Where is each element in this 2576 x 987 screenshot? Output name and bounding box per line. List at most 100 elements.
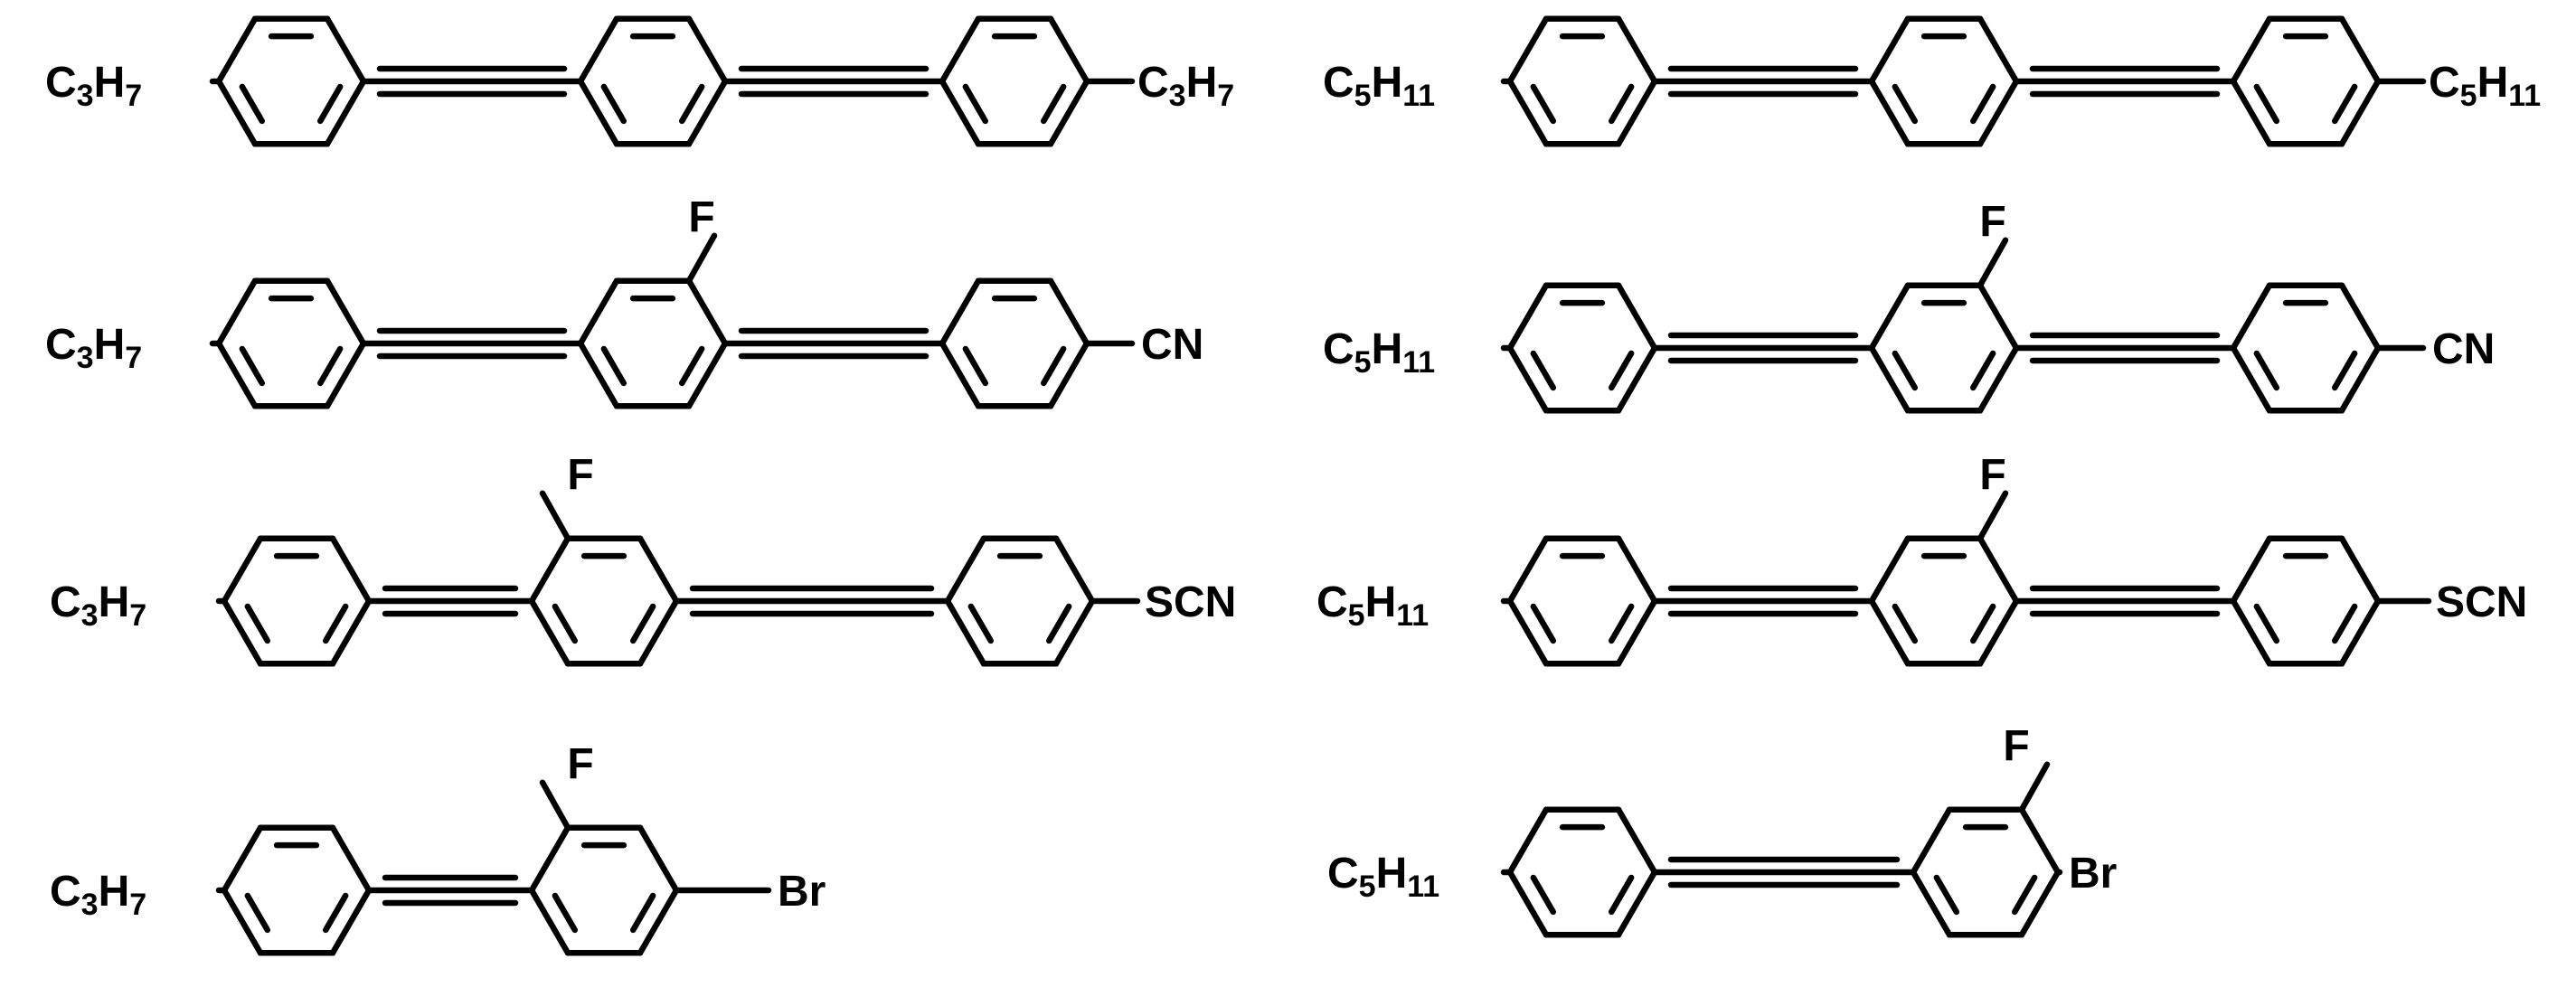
structure-6-ring-1-double-bond [1530, 603, 1556, 644]
structure-4-ring-2-edge [1977, 282, 2020, 352]
structure-4-bonds [1500, 237, 2427, 414]
structure-2-ring-1-edge [1615, 78, 1658, 147]
structure-4-ring-2-edge [1868, 344, 1911, 414]
structure-1-ring-2-double-bond [679, 83, 705, 125]
structure-6-ring-1-edge [1615, 597, 1658, 667]
structure-3-ring-2-double-bond [679, 345, 705, 387]
structure-1-ring-3-edge [1047, 78, 1090, 147]
structure-6-ring-2-double-bond [1892, 603, 1918, 644]
structure-7-fluoro-label: F [567, 740, 593, 788]
structure-7-ring-2-double-bond [552, 892, 578, 934]
structure-3-ring-1-double-bond [317, 345, 344, 387]
structure-1-ring-2-edge [685, 15, 729, 85]
structure-3-ring-3-edge [939, 277, 982, 347]
structure-4-fluoro-label: F [1979, 198, 2005, 246]
structure-3-ring-3-edge [1047, 340, 1090, 409]
structure-1-ring-1-edge [215, 78, 259, 147]
structure-4-ring-1-double-bond [1530, 350, 1556, 391]
structure-8-right-group: Br [2069, 850, 2117, 898]
structure-3-ring-1-edge [215, 277, 259, 347]
structure-7-right-group: Br [778, 868, 826, 916]
structure-5-ring-2-edge [528, 597, 571, 667]
structure-8: C5H11 F Br [1327, 722, 2117, 938]
structure-3-fluoro-bond [685, 232, 718, 284]
structure-1-ring-1-double-bond [239, 83, 265, 125]
structure-7-ring-2-double-bond [630, 892, 656, 934]
structure-8-ring-2-edge [2018, 869, 2062, 938]
structure-6: C5H11 F SCN [1316, 451, 2527, 667]
structure-3-ring-3-double-bond [962, 345, 988, 387]
structure-5-ring-3-edge [1052, 597, 1096, 667]
structure-4-ring-2-double-bond [1970, 350, 1996, 391]
structure-8-left-group: C5H11 [1327, 850, 1439, 904]
structure-4-ring-2-edge [1977, 344, 2020, 414]
structure-1-ring-3-edge [939, 15, 982, 85]
structure-5-ring-1-edge [329, 597, 373, 667]
structure-8-ring-2-double-bond [1933, 874, 1959, 916]
structure-7-fluoro-bond [539, 779, 571, 831]
structure-2-bonds [1500, 15, 2427, 147]
structure-5-ring-1-edge [329, 535, 373, 605]
structure-8-ring-2-edge [2018, 806, 2062, 876]
structure-6-ring-3-edge [2230, 535, 2273, 605]
structure-2-ring-1-edge [1506, 15, 1550, 85]
structure-8-ring-1-edge [1615, 806, 1658, 876]
structure-6-ring-1-edge [1506, 597, 1550, 667]
structure-4-ring-3-edge [2338, 344, 2382, 414]
structure-7-ring-1-double-bond [323, 892, 349, 934]
structure-2-ring-2-edge [1868, 78, 1911, 147]
structure-3-ring-1-edge [324, 340, 367, 409]
structure-1-left-group: C3H7 [45, 59, 142, 113]
structure-7: C3H7 F Br [50, 740, 826, 956]
structure-5-ring-2-double-bond [630, 603, 656, 644]
structure-6-bonds [1500, 490, 2432, 667]
structure-6-ring-3-double-bond [2253, 603, 2279, 644]
structure-3-ring-1-edge [215, 340, 259, 409]
structure-5-ring-3-edge [944, 597, 987, 667]
structure-2-ring-2-double-bond [1970, 83, 1996, 125]
structure-7-bonds [215, 779, 772, 956]
structure-7-ring-1-double-bond [244, 892, 270, 934]
structure-4-fluoro-bond [1977, 237, 2009, 288]
structure-5-ring-3-edge [1052, 535, 1096, 605]
structure-3: C3H7 F CN [45, 193, 1203, 409]
structure-5-ring-3-double-bond [1046, 603, 1072, 644]
structure-6-ring-3-double-bond [2332, 603, 2358, 644]
structure-8-ring-1-edge [1615, 869, 1658, 938]
structure-6-ring-3-edge [2338, 597, 2382, 667]
structure-6-left-group: C5H11 [1316, 578, 1429, 633]
structure-7-ring-2-edge [528, 824, 571, 894]
structure-7-ring-1-edge [221, 824, 264, 894]
structure-5-ring-2-edge [528, 535, 571, 605]
structure-5-ring-2-edge [637, 597, 680, 667]
structure-6-ring-2-double-bond [1970, 603, 1996, 644]
structure-1: C3H7 C3H7 [45, 15, 1234, 147]
structure-2-right-group: C5H11 [2429, 59, 2541, 113]
structure-4-ring-3-edge [2230, 344, 2273, 414]
structure-6-ring-2-edge [1868, 597, 1911, 667]
structure-3-bonds [209, 232, 1136, 409]
structure-4-ring-1-edge [1506, 282, 1550, 352]
structure-1-ring-2-double-bond [600, 83, 627, 125]
structure-4-ring-1-edge [1615, 344, 1658, 414]
structure-6-ring-3-edge [2338, 535, 2382, 605]
structure-8-ring-1-double-bond [1609, 874, 1635, 916]
structure-2-ring-1-double-bond [1609, 83, 1635, 125]
structure-3-ring-2-edge [577, 277, 620, 347]
structure-6-ring-2-edge [1868, 535, 1911, 605]
structure-1-ring-3-edge [1047, 15, 1090, 85]
structure-8-fluoro-bond [2018, 761, 2051, 813]
structure-6-ring-2-edge [1977, 535, 2020, 605]
structure-7-ring-2-edge [637, 887, 680, 956]
structure-2-ring-2-edge [1868, 15, 1911, 85]
structure-8-fluoro-label: F [2003, 722, 2029, 770]
structure-7-left-group: C3H7 [50, 868, 146, 922]
structure-2: C5H11 C5H11 [1323, 15, 2541, 147]
structure-3-ring-2-edge [577, 340, 620, 409]
structure-8-ring-1-double-bond [1530, 874, 1556, 916]
structure-3-ring-3-edge [1047, 277, 1090, 347]
structure-1-ring-2-edge [577, 15, 620, 85]
structure-4-ring-3-double-bond [2253, 350, 2279, 391]
structure-1-bonds [209, 15, 1136, 147]
structure-2-ring-3-edge [2230, 78, 2273, 147]
